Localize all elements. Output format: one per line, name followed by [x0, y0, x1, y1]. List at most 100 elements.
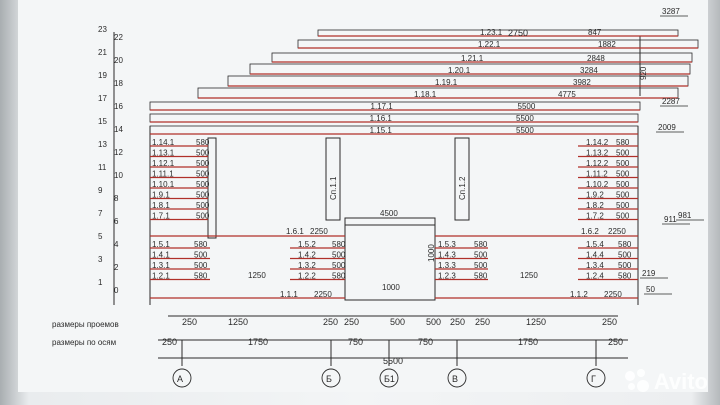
row-number-sublabel: 20 — [114, 56, 123, 65]
pillar-2-label: Сп.1.2 — [458, 176, 467, 200]
lower-left-dim: 580 — [194, 240, 208, 249]
row-number-label: 13 — [98, 140, 107, 149]
right-wall-log-mark: 1.10.2 — [586, 180, 609, 189]
row-number-label: 7 — [98, 209, 103, 218]
right-window-dim: 1250 — [520, 271, 538, 280]
mid-right-dim: 500 — [474, 261, 488, 270]
axis-size-value: 750 — [348, 337, 363, 347]
axis-size-value: 1750 — [248, 337, 268, 347]
lower-right-mark: 1.5.4 — [586, 240, 604, 249]
right-wall-log-dim: 580 — [616, 138, 630, 147]
row-number-label: 21 — [98, 48, 107, 57]
gable-beam-dim: 3284 — [580, 66, 598, 75]
mid-left-dim: 500 — [332, 261, 346, 270]
beam-1-left-mark: 1.1.1 — [280, 290, 298, 299]
mid-right-mark: 1.5.3 — [438, 240, 456, 249]
lower-right-dim: 500 — [618, 261, 632, 270]
row-number-sublabel: 0 — [114, 286, 119, 295]
beam-6-left-dim: 2250 — [310, 227, 328, 236]
mid-left-dim: 580 — [332, 272, 346, 281]
right-wall-log-dim: 500 — [616, 170, 630, 179]
lower-left-mark: 1.4.1 — [152, 251, 170, 260]
row-number-label: 23 — [98, 25, 107, 34]
axis-size-value: 250 — [162, 337, 177, 347]
gable-beam-dim: 4775 — [558, 90, 576, 99]
axis-sizes-label: размеры по осям — [52, 338, 116, 347]
level-mark: 50 — [646, 285, 655, 294]
level-mark: 981 — [678, 211, 692, 220]
right-height-dim: 920 — [639, 66, 648, 80]
opening-size-value: 1250 — [228, 317, 248, 327]
left-wall-log-mark: 1.10.1 — [152, 180, 175, 189]
mid-right-dim: 580 — [474, 272, 488, 281]
left-wall-log-dim: 500 — [196, 212, 210, 221]
axis-label: А — [177, 374, 183, 384]
mid-right-dim: 580 — [474, 240, 488, 249]
gable-beam-dim: 3982 — [573, 78, 591, 87]
axis-bubble — [379, 368, 399, 388]
gable-beam-mark: 1.15.1 — [370, 126, 393, 135]
right-wall-log-dim: 500 — [616, 212, 630, 221]
left-wall-log-mark: 1.7.1 — [152, 212, 170, 221]
right-wall-log-dim: 500 — [616, 180, 630, 189]
lower-right-dim: 580 — [618, 240, 632, 249]
beam-1-right-mark: 1.1.2 — [570, 290, 588, 299]
right-wall-log-dim: 500 — [616, 149, 630, 158]
beam-6-left-mark: 1.6.1 — [286, 227, 304, 236]
avito-watermark: Avito — [624, 369, 708, 395]
opening-size-value: 500 — [390, 317, 405, 327]
right-wall-log-mark: 1.7.2 — [586, 212, 604, 221]
axis-bubble — [447, 368, 467, 388]
row-number-sublabel: 18 — [114, 79, 123, 88]
right-wall-log-mark: 1.14.2 — [586, 138, 609, 147]
right-wall-log-mark: 1.11.2 — [586, 170, 608, 179]
level-mark: 2009 — [658, 123, 676, 132]
left-wall-log-dim: 500 — [196, 191, 210, 200]
gable-beam-mark: 1.22.1 — [478, 40, 501, 49]
left-wall-log-dim: 500 — [196, 159, 210, 168]
row-number-label: 1 — [98, 278, 103, 287]
gable-beam-mark: 1.23.1 — [480, 28, 503, 37]
beam-6-right-mark: 1.6.2 — [581, 227, 599, 236]
row-number-sublabel: 2 — [114, 263, 119, 272]
right-wall-log-mark: 1.9.2 — [586, 191, 604, 200]
row-number-sublabel: 22 — [114, 33, 123, 42]
lower-right-dim: 580 — [618, 272, 632, 281]
left-window-dim: 1250 — [248, 271, 266, 280]
right-wall-log-dim: 500 — [616, 159, 630, 168]
row-number-sublabel: 4 — [114, 240, 119, 249]
level-mark: 911 — [664, 215, 677, 224]
pillar-1-label: Сп.1.1 — [329, 176, 338, 200]
axis-label: Б — [326, 374, 332, 384]
axis-bubble — [586, 368, 606, 388]
gable-beam-mark: 1.20.1 — [448, 66, 471, 75]
avito-logo-text: Avito — [653, 369, 708, 394]
row-number-sublabel: 14 — [114, 125, 123, 134]
gable-beam — [149, 101, 641, 111]
right-wall-log-mark: 1.8.2 — [586, 201, 604, 210]
beam-1-left-dim: 2250 — [314, 290, 332, 299]
lower-right-mark: 1.2.4 — [586, 272, 604, 281]
left-wall-log-dim: 580 — [196, 138, 210, 147]
left-wall-log-dim: 500 — [196, 180, 210, 189]
level-mark: 2287 — [662, 97, 680, 106]
gable-beam — [227, 75, 689, 87]
axis-label: Б1 — [384, 374, 395, 384]
top-dimension: 2750 — [508, 28, 528, 38]
opening-size-value: 250 — [182, 317, 197, 327]
gable-beam-dim: 2848 — [587, 54, 605, 63]
mid-right-mark: 1.3.3 — [438, 261, 456, 270]
mid-left-mark: 1.3.2 — [298, 261, 316, 270]
axis-label: Г — [591, 374, 596, 384]
lower-left-dim: 580 — [194, 272, 208, 281]
opening-size-value: 250 — [475, 317, 490, 327]
mid-left-mark: 1.4.2 — [298, 251, 316, 260]
opening-width-dim: 4500 — [380, 209, 398, 218]
opening-bottom-dim: 1000 — [382, 283, 400, 292]
lower-right-mark: 1.3.4 — [586, 261, 604, 270]
right-wall-log-mark: 1.12.2 — [586, 159, 609, 168]
left-wall-log-mark: 1.8.1 — [152, 201, 170, 210]
row-number-sublabel: 8 — [114, 194, 119, 203]
left-wall-log-mark: 1.14.1 — [152, 138, 175, 147]
right-wall-log-dim: 500 — [616, 201, 630, 210]
